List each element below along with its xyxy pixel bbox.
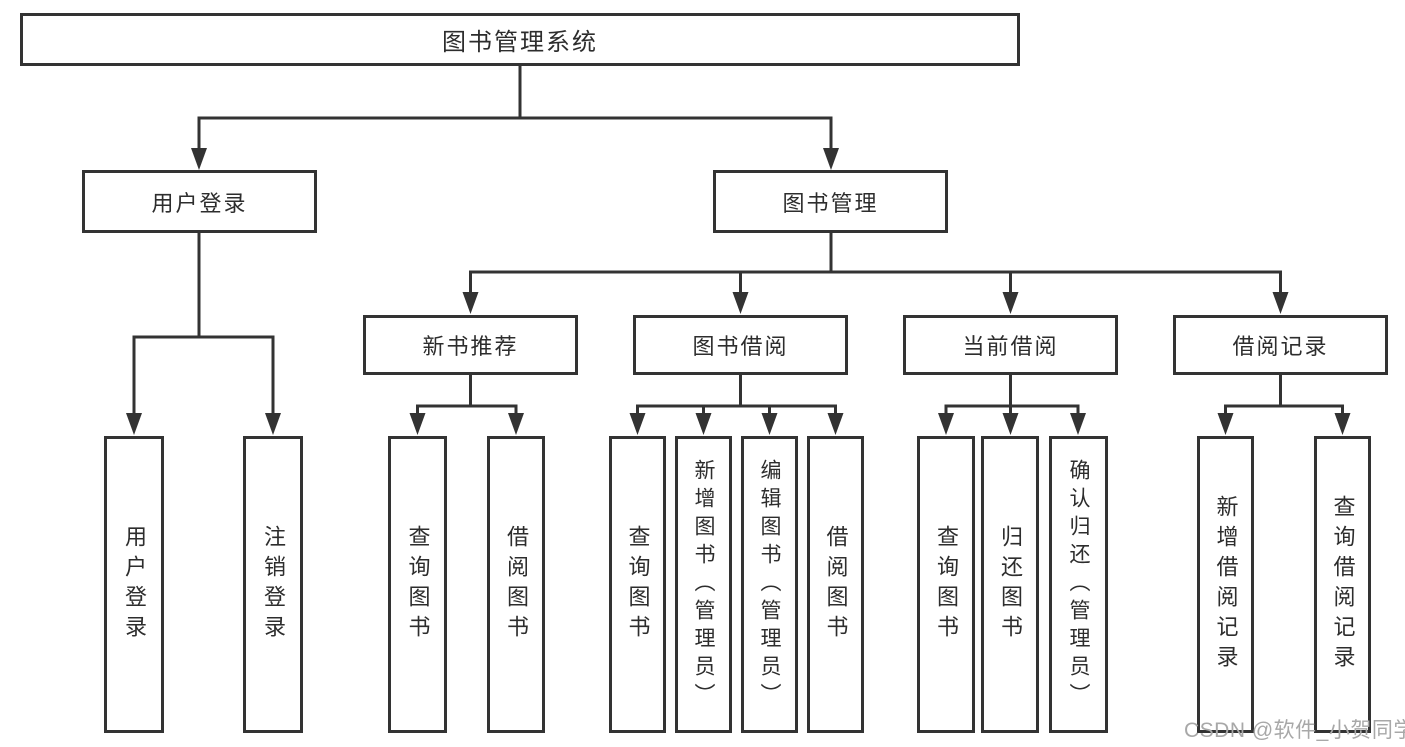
node-new-book-recommend: 新书推荐 (363, 315, 578, 375)
node-cb-return-book: 归还图书 (981, 436, 1039, 733)
node-nbr-query-book: 查询图书 (388, 436, 447, 733)
node-book-management: 图书管理 (713, 170, 948, 233)
node-user-login-action: 用户登录 (104, 436, 164, 733)
node-br-add-record: 新增借阅记录 (1197, 436, 1254, 733)
node-logout-action: 注销登录 (243, 436, 303, 733)
connector-arrowheads (126, 148, 1351, 435)
node-root-library-system: 图书管理系统 (20, 13, 1020, 66)
node-current-borrow: 当前借阅 (903, 315, 1118, 375)
node-nbr-borrow-book: 借阅图书 (487, 436, 545, 733)
node-borrow-record: 借阅记录 (1173, 315, 1388, 375)
node-bb-add-book-admin: 新增图书（管理员） (675, 436, 732, 733)
node-br-query-record: 查询借阅记录 (1314, 436, 1371, 733)
node-cb-confirm-return-admin: 确认归还（管理员） (1049, 436, 1108, 733)
csdn-watermark: CSDN @软件_小贺同学 (1184, 719, 1405, 742)
node-bb-edit-book-admin: 编辑图书（管理员） (741, 436, 798, 733)
node-book-borrow: 图书借阅 (633, 315, 848, 375)
node-user-login: 用户登录 (82, 170, 317, 233)
node-cb-query-book: 查询图书 (917, 436, 975, 733)
node-bb-query-book: 查询图书 (609, 436, 666, 733)
node-bb-borrow-book: 借阅图书 (807, 436, 864, 733)
